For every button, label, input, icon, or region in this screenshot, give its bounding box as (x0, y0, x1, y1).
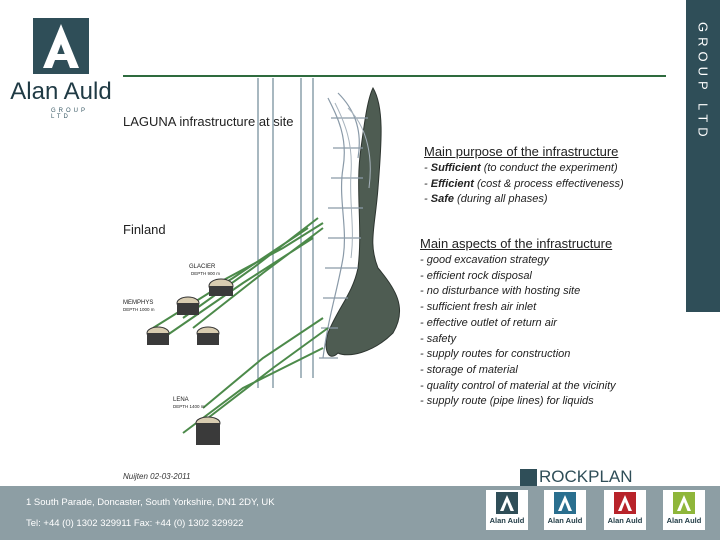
aspect-item: - efficient rock disposal (420, 269, 532, 282)
logo-subtitle: GROUP LTD (51, 108, 88, 120)
cavern-memphys-2 (146, 326, 170, 345)
footer-logo-4: Alan Auld (663, 490, 705, 530)
label-memphys-depth: DEPTH 1000 m (123, 307, 155, 312)
label-memphys: MEMPHYS (123, 300, 153, 306)
rockplan-mark-icon (520, 468, 537, 486)
alan-auld-logo-icon (33, 18, 89, 74)
access-ramps (152, 217, 329, 434)
purpose-item: - Efficient (cost & process effectivenes… (424, 177, 624, 190)
aspect-item: - effective outlet of return air (420, 316, 557, 329)
label-glacier-depth: DEPTH 900 m (191, 271, 220, 276)
company-logo: Alan Auld GROUP LTD (6, 16, 112, 120)
aspect-item: - sufficient fresh air inlet (420, 301, 537, 314)
rockplan-wordmark: ROCKPLAN (539, 467, 633, 486)
country-label: Finland (123, 222, 166, 237)
label-lena-depth: DEPTH 1400 m (173, 404, 205, 409)
slide-title: LAGUNA infrastructure at site (123, 114, 294, 129)
date-note: Nuijten 02-03-2011 (123, 472, 191, 481)
alan-auld-logo-icon (496, 492, 518, 514)
footer-phone: Tel: +44 (0) 1302 329911 Fax: +44 (0) 13… (26, 518, 244, 529)
cavern-memphys-3 (196, 326, 220, 345)
cavern-lena (195, 416, 221, 445)
aspect-item: - no disturbance with hosting site (420, 285, 581, 298)
label-glacier: GLACIER (189, 264, 216, 270)
side-band (686, 0, 720, 312)
aspects-section: Main aspects of the infrastructure - goo… (420, 236, 680, 410)
footer-address: 1 South Parade, Doncaster, South Yorkshi… (26, 497, 275, 508)
footer-bar (0, 486, 720, 540)
header-rule (123, 75, 666, 77)
aspect-item: - supply routes for construction (420, 348, 571, 361)
alan-auld-logo-icon (673, 492, 695, 514)
aspect-item: - quality control of material at the vic… (420, 379, 616, 392)
rock-body (325, 86, 401, 357)
aspect-item: - storage of material (420, 363, 518, 376)
tunnel-network (319, 92, 368, 359)
aspect-item: - good excavation strategy (420, 254, 550, 266)
rockplan-logo: ROCKPLAN (520, 466, 633, 488)
footer-logo-2: Alan Auld (544, 490, 586, 530)
cavern-glacier (208, 278, 234, 296)
purpose-item: - Sufficient (to conduct the experiment) (424, 162, 618, 174)
aspect-item: - supply route (pipe lines) for liquids (420, 395, 594, 408)
footer-logo-1: Alan Auld (486, 490, 528, 530)
aspects-title: Main aspects of the infrastructure (420, 236, 613, 251)
purpose-item: - Safe (during all phases) (424, 193, 548, 205)
side-band-text: GROUP LTD (695, 22, 711, 142)
label-lena: LENA (173, 397, 189, 403)
purpose-section: Main purpose of the infrastructure - Suf… (424, 144, 674, 208)
footer-logo-3: Alan Auld (604, 490, 646, 530)
logo-wordmark: Alan Auld (10, 78, 112, 105)
infrastructure-diagram: GLACIER DEPTH 900 m MEMPHYS DEPTH 1000 m… (123, 78, 401, 445)
cavern-memphys-1 (176, 296, 200, 315)
alan-auld-logo-icon (614, 492, 636, 514)
aspect-item: - safety (420, 332, 457, 345)
purpose-title: Main purpose of the infrastructure (424, 144, 619, 159)
alan-auld-logo-icon (554, 492, 576, 514)
